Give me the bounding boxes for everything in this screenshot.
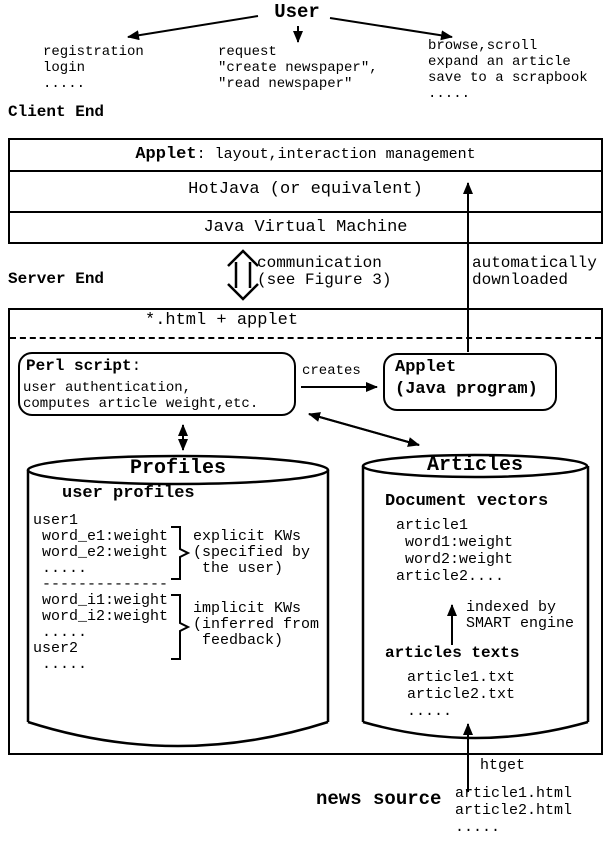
server-box	[8, 308, 603, 755]
user-actions-right: browse,scroll expand an article save to …	[428, 38, 588, 102]
client-applet-row: Applet: layout,interaction management	[8, 145, 603, 164]
articles-texts-heading: articles texts	[385, 644, 520, 662]
user-node-label: User	[274, 1, 320, 23]
client-box-divider-1	[10, 170, 601, 172]
applet-box-line2: (Java program)	[395, 380, 538, 399]
applet-box	[383, 353, 557, 411]
news-source-label: news source	[316, 788, 442, 810]
creates-label: creates	[302, 363, 361, 379]
news-source-files: article1.html article2.html .....	[455, 785, 573, 836]
server-end-label: Server End	[8, 270, 105, 288]
client-box	[8, 138, 603, 244]
applet-box-line1: Applet	[395, 358, 457, 377]
document-vectors-list: article1 word1:weight word2:weight artic…	[396, 517, 514, 585]
html-applet-row: *.html + applet	[145, 311, 299, 330]
articles-texts-list: article1.txt article2.txt .....	[407, 669, 516, 720]
document-vectors-heading: Document vectors	[385, 492, 549, 511]
profiles-content: user1 word_e1:weight word_e2:weight ....…	[33, 512, 169, 673]
perl-script-box	[18, 352, 296, 416]
user-actions-left: registration login .....	[43, 44, 144, 92]
client-applet-title: Applet	[135, 145, 197, 164]
htget-label: htget	[480, 757, 526, 774]
articles-title: Articles	[426, 454, 524, 477]
client-applet-desc: : layout,interaction management	[196, 146, 476, 163]
user-right-arrow	[329, 17, 453, 41]
implicit-kws-note: implicit KWs (inferred from feedback)	[193, 600, 320, 649]
perl-script-title-row: Perl script:	[26, 357, 141, 375]
server-dashed-separator	[10, 337, 601, 339]
communication-note: communication (see Figure 3)	[257, 254, 392, 289]
communication-double-arrow-icon	[227, 249, 259, 301]
client-browser-row: HotJava (or equivalent)	[188, 180, 423, 199]
explicit-kws-note: explicit KWs (specified by the user)	[193, 528, 311, 577]
user-actions-middle: request "create newspaper", "read newspa…	[218, 44, 378, 92]
client-box-divider-2	[10, 211, 601, 213]
client-jvm-row: Java Virtual Machine	[203, 218, 408, 237]
perl-script-title: Perl script	[26, 357, 132, 375]
perl-script-colon: :	[131, 357, 142, 375]
indexed-by-note: indexed by SMART engine	[466, 599, 575, 632]
perl-script-body: user authentication, computes article we…	[23, 380, 259, 412]
user-left-arrow	[127, 15, 259, 41]
profiles-title: Profiles	[129, 457, 227, 480]
auto-downloaded-note: automatically downloaded	[472, 254, 597, 289]
client-end-label: Client End	[8, 103, 105, 121]
user-profiles-heading: user profiles	[62, 484, 195, 503]
